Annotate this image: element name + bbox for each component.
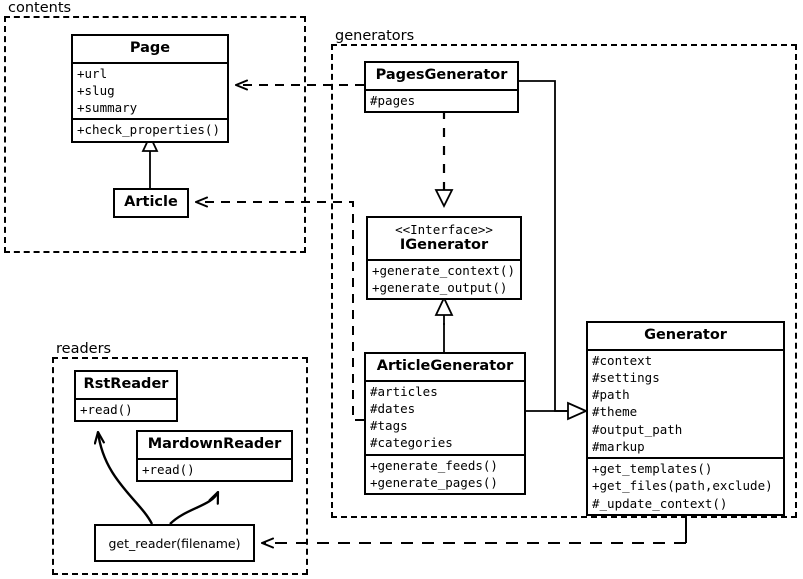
package-frame-contents: [4, 16, 306, 253]
class-operations-article-generator: +generate_feeds() +generate_pages(): [366, 453, 524, 494]
operation-row: +read(): [80, 401, 133, 417]
attribute-row: #output_path: [592, 421, 683, 437]
class-operations-mardown-reader: +read(): [138, 457, 291, 480]
class-operations-igenerator: +generate_context() +generate_output(): [368, 258, 520, 299]
class-attributes-pages-generator: #pages: [366, 88, 517, 111]
class-attributes-article-generator: #articles #dates #tags #categories: [366, 379, 524, 454]
operation-row: +generate_context(): [372, 262, 515, 278]
attribute-row: #theme: [592, 404, 638, 420]
class-name-generator: Generator: [644, 327, 727, 343]
class-box-igenerator[interactable]: <<Interface>> IGenerator +generate_conte…: [366, 216, 522, 301]
package-label-generators: generators: [333, 28, 417, 44]
package-frame-readers: [52, 357, 308, 575]
operation-row: +generate_pages(): [370, 474, 498, 490]
attribute-row: #categories: [370, 435, 453, 451]
class-box-pages-generator[interactable]: PagesGenerator #pages: [364, 61, 519, 113]
class-operations-rst-reader: +read(): [76, 397, 176, 420]
function-box-get-reader[interactable]: get_reader(filename): [94, 524, 255, 562]
operation-row: #_update_context(): [592, 495, 728, 511]
class-box-generator[interactable]: Generator #context #settings #path #them…: [586, 321, 785, 516]
attribute-row: #path: [592, 387, 630, 403]
operation-row: +get_files(path,exclude): [592, 478, 773, 494]
class-name-rst-reader: RstReader: [83, 376, 169, 392]
class-name-article: Article: [124, 194, 178, 210]
attribute-row: #settings: [592, 369, 660, 385]
class-box-article-generator[interactable]: ArticleGenerator #articles #dates #tags …: [364, 352, 526, 496]
class-name-mardown-reader: MardownReader: [147, 436, 282, 452]
operation-row: +check_properties(): [77, 122, 220, 138]
class-stereotype-igenerator: <<Interface>>: [395, 222, 493, 237]
attribute-row: +url: [77, 65, 108, 81]
operation-row: +read(): [142, 461, 195, 477]
class-name-igenerator: <<Interface>> IGenerator: [368, 218, 520, 259]
class-name-text-igenerator: IGenerator: [399, 237, 489, 253]
function-label-get-reader: get_reader(filename): [108, 535, 241, 551]
attribute-row: #context: [592, 352, 653, 368]
attribute-row: #tags: [370, 418, 408, 434]
attribute-row: +slug: [77, 82, 115, 98]
package-label-contents: contents: [6, 0, 74, 16]
package-label-readers: readers: [54, 341, 114, 357]
class-box-mardown-reader[interactable]: MardownReader +read(): [136, 430, 293, 482]
attribute-row: #pages: [370, 92, 416, 108]
class-operations-page: +check_properties(): [73, 118, 227, 140]
operation-row: +generate_feeds(): [370, 457, 498, 473]
operation-row: +generate_output(): [372, 279, 508, 295]
class-name-page: Page: [129, 40, 171, 56]
operation-row: +get_templates(): [592, 461, 713, 477]
class-box-article[interactable]: Article: [113, 188, 189, 218]
class-attributes-generator: #context #settings #path #theme #output_…: [588, 348, 783, 458]
class-box-page[interactable]: Page +url +slug +summary +check_properti…: [71, 34, 229, 143]
attribute-row: +summary: [77, 100, 138, 116]
class-name-pages-generator: PagesGenerator: [375, 67, 508, 83]
attribute-row: #articles: [370, 383, 438, 399]
class-attributes-page: +url +slug +summary: [73, 61, 227, 119]
attribute-row: #markup: [592, 438, 645, 454]
class-box-rst-reader[interactable]: RstReader +read(): [74, 370, 178, 422]
class-operations-generator: +get_templates() +get_files(path,exclude…: [588, 457, 783, 514]
attribute-row: #dates: [370, 400, 416, 416]
class-name-article-generator: ArticleGenerator: [376, 358, 514, 374]
